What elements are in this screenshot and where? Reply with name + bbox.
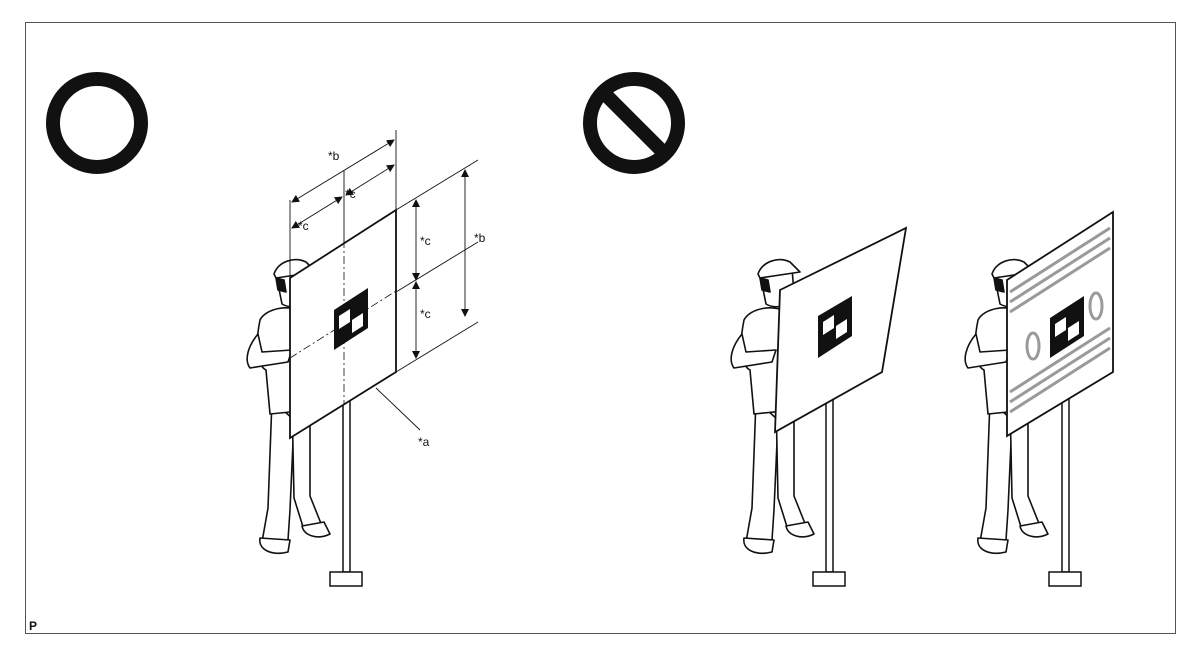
label-b-right: *b — [474, 231, 486, 245]
label-c-top-left: *c — [298, 219, 309, 233]
incorrect-example-patterned-board — [1006, 210, 1114, 587]
figure-code: P — [29, 619, 38, 633]
incorrect-example-tilted-board — [774, 226, 908, 587]
label-c-right-upper: *c — [420, 234, 431, 248]
dimension-lines — [289, 130, 479, 431]
prohibited-icon — [583, 72, 685, 174]
correct-icon — [46, 72, 148, 174]
label-b-top: *b — [328, 149, 340, 163]
label-a: *a — [418, 435, 430, 449]
label-c-right-lower: *c — [420, 307, 431, 321]
label-c-top-right: *c — [345, 187, 356, 201]
dimension-labels: *b *c *c *c *c *b *a — [298, 149, 486, 449]
